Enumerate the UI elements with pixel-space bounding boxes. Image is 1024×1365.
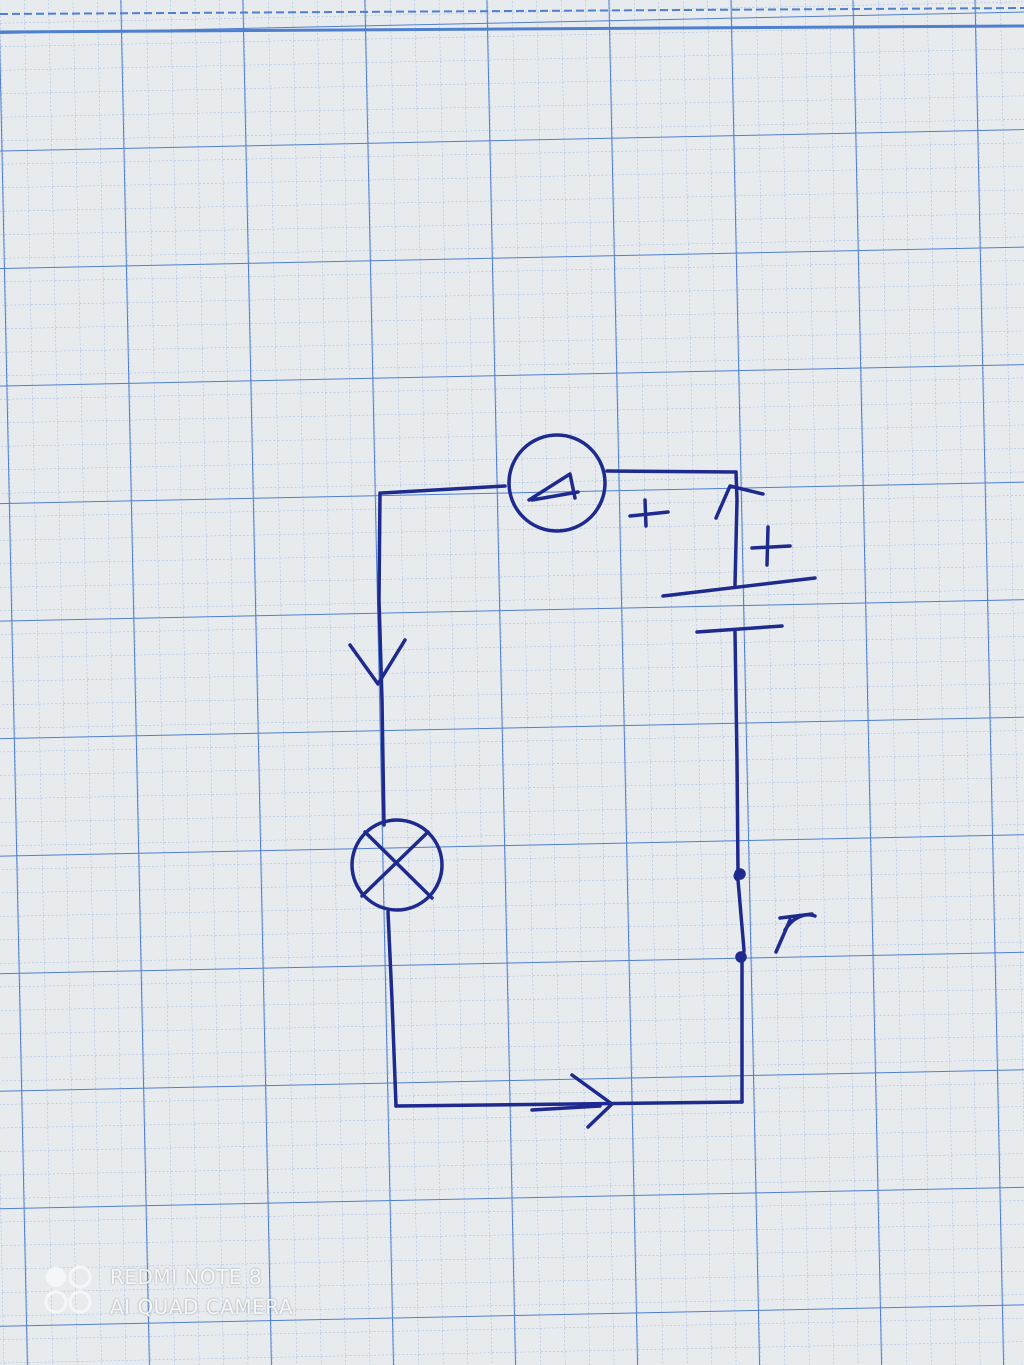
watermark-line-2: AI QUAD CAMERA — [110, 1295, 294, 1319]
resistor-label-r — [774, 912, 817, 954]
current-arrow-left-icon — [348, 638, 407, 686]
wire-bottom — [394, 1100, 744, 1108]
wire-right-mid — [733, 630, 740, 874]
resistor-icon — [733, 868, 747, 963]
wire-left-lower — [386, 910, 398, 1108]
wire-top-left — [380, 484, 507, 495]
ammeter-icon — [507, 433, 607, 533]
camera-brand-logo-icon — [44, 1265, 92, 1314]
wire-right-top — [733, 470, 739, 587]
watermark-text: REDMI NOTE 8 AI QUAD CAMERA — [110, 1262, 293, 1322]
lamp-cross-icon — [350, 818, 444, 912]
top-border-dashed — [0, 7, 1024, 15]
wire-left — [377, 491, 386, 827]
polarity-mark-plus-2 — [750, 525, 792, 567]
circuit-diagram — [348, 433, 817, 1129]
camera-watermark: REDMI NOTE 8 AI QUAD CAMERA — [44, 1262, 344, 1319]
current-arrow-right-icon — [714, 484, 765, 520]
polarity-mark-plus-1 — [628, 498, 670, 528]
top-border-solid — [0, 24, 1024, 34]
watermark-line-1: REDMI NOTE 8 — [110, 1265, 263, 1289]
current-arrow-bottom-icon — [530, 1073, 614, 1129]
battery-cell-icon — [661, 576, 817, 634]
wire-top-right — [605, 469, 738, 474]
